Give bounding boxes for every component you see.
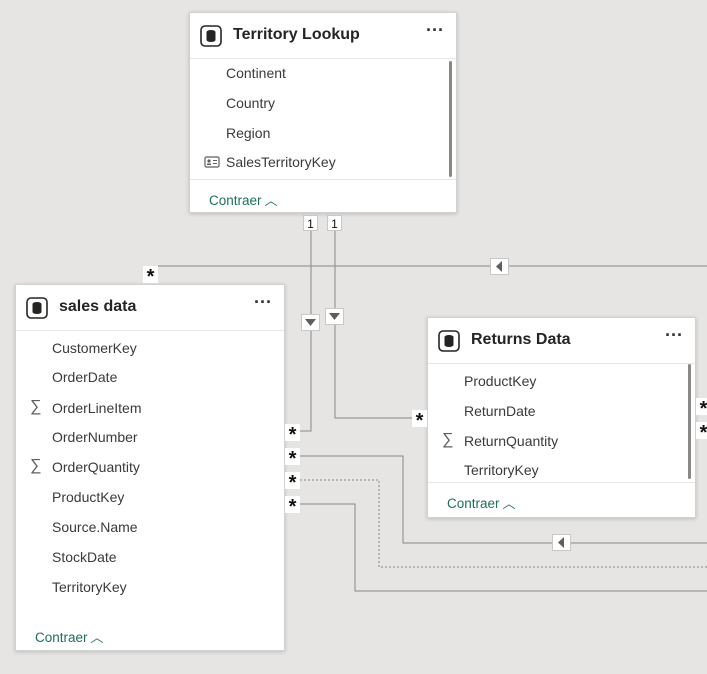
field-orderdate[interactable]: OrderDate bbox=[52, 369, 118, 385]
divider bbox=[428, 482, 695, 483]
cardinality-many-marker: * bbox=[412, 410, 427, 432]
collapse-button[interactable]: Contraer︿ bbox=[209, 190, 278, 209]
collapse-button[interactable]: Contraer︿ bbox=[35, 627, 104, 646]
sigma-icon: ∑ bbox=[30, 398, 42, 415]
field-source-name[interactable]: Source.Name bbox=[52, 519, 138, 535]
relationship-line-sales-far-2 bbox=[300, 503, 707, 592]
card-header: Returns Data ··· bbox=[428, 318, 695, 364]
filter-direction-left-icon[interactable] bbox=[552, 534, 571, 551]
card-header: sales data ··· bbox=[16, 285, 284, 331]
field-territorykey[interactable]: TerritoryKey bbox=[52, 579, 127, 595]
collapse-button[interactable]: Contraer︿ bbox=[447, 493, 516, 512]
relationship-line-dotted bbox=[300, 479, 707, 568]
relationship-line-territory-sales bbox=[300, 231, 312, 432]
database-icon bbox=[200, 25, 222, 47]
table-title: Returns Data bbox=[471, 331, 571, 348]
relationship-line-territory-returns bbox=[334, 231, 412, 419]
cardinality-many-marker: * bbox=[285, 448, 300, 470]
card-header: Territory Lookup ··· bbox=[190, 13, 456, 59]
cardinality-one-marker: 1 bbox=[327, 215, 342, 231]
filter-direction-down-icon[interactable] bbox=[301, 314, 320, 331]
cardinality-one-marker: 1 bbox=[303, 215, 318, 231]
field-territorykey[interactable]: TerritoryKey bbox=[464, 462, 539, 478]
filter-direction-down-icon[interactable] bbox=[325, 308, 344, 325]
collapse-label: Contraer bbox=[447, 496, 500, 511]
field-returnquantity[interactable]: ∑ReturnQuantity bbox=[442, 431, 559, 449]
scrollbar[interactable] bbox=[449, 61, 452, 177]
more-options-button[interactable]: ··· bbox=[426, 20, 444, 40]
collapse-label: Contraer bbox=[35, 630, 88, 645]
field-salesterritorykey[interactable]: SalesTerritoryKey bbox=[190, 149, 456, 175]
database-icon bbox=[26, 297, 48, 319]
cardinality-many-marker: * bbox=[285, 472, 300, 494]
table-title: sales data bbox=[59, 298, 137, 315]
collapse-label: Contraer bbox=[209, 193, 262, 208]
cardinality-many-marker: * bbox=[143, 266, 158, 288]
field-productkey[interactable]: ProductKey bbox=[464, 373, 537, 389]
field-orderquantity[interactable]: ∑OrderQuantity bbox=[30, 457, 140, 475]
field-continent[interactable]: Continent bbox=[226, 65, 286, 81]
field-stockdate[interactable]: StockDate bbox=[52, 549, 117, 565]
filter-direction-left-icon[interactable] bbox=[490, 258, 509, 275]
field-ordernumber[interactable]: OrderNumber bbox=[52, 429, 138, 445]
field-customerkey[interactable]: CustomerKey bbox=[52, 340, 137, 356]
territory-lookup-card[interactable]: Territory Lookup ··· Continent Country R… bbox=[189, 12, 457, 213]
scrollbar[interactable] bbox=[688, 364, 691, 479]
field-productkey[interactable]: ProductKey bbox=[52, 489, 125, 505]
sigma-icon: ∑ bbox=[30, 457, 42, 474]
cardinality-many-marker: * bbox=[696, 422, 707, 444]
chevron-up-icon: ︿ bbox=[264, 193, 278, 208]
key-icon bbox=[204, 156, 220, 168]
field-orderlineitem[interactable]: ∑OrderLineItem bbox=[30, 398, 142, 416]
database-icon bbox=[438, 330, 460, 352]
returns-data-card[interactable]: Returns Data ··· ProductKey ReturnDate ∑… bbox=[427, 317, 696, 518]
divider bbox=[190, 179, 456, 180]
cardinality-many-marker: * bbox=[285, 496, 300, 518]
chevron-up-icon: ︿ bbox=[90, 630, 104, 645]
cardinality-many-marker: * bbox=[696, 398, 707, 420]
field-country[interactable]: Country bbox=[226, 95, 276, 111]
table-title: Territory Lookup bbox=[233, 26, 360, 43]
field-returndate[interactable]: ReturnDate bbox=[464, 403, 536, 419]
cardinality-many-marker: * bbox=[285, 424, 300, 446]
more-options-button[interactable]: ··· bbox=[254, 292, 272, 312]
field-region[interactable]: Region bbox=[226, 125, 271, 141]
more-options-button[interactable]: ··· bbox=[665, 325, 683, 345]
sigma-icon: ∑ bbox=[442, 431, 454, 448]
chevron-up-icon: ︿ bbox=[502, 496, 516, 511]
sales-data-card[interactable]: sales data ··· CustomerKey OrderDate ∑Or… bbox=[15, 284, 285, 651]
